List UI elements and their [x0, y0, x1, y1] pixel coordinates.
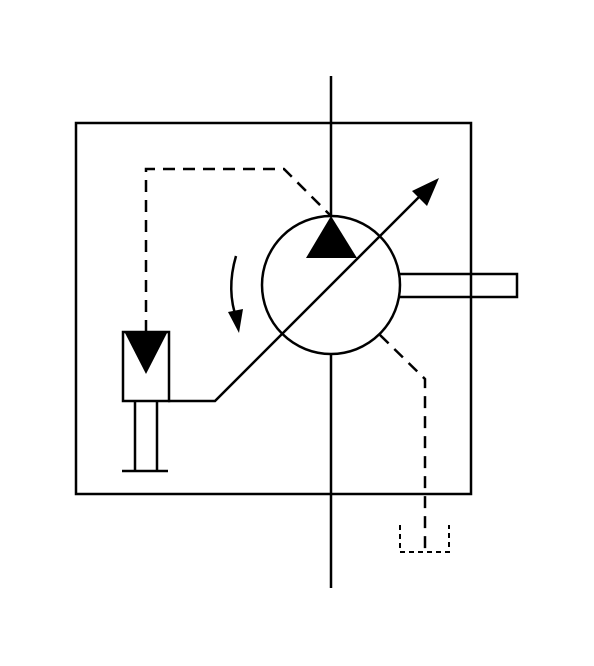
tank-symbol — [399, 525, 450, 553]
variability-arrow-line — [168, 192, 424, 403]
compensator-actuator — [121, 330, 171, 403]
pilot-line — [144, 167, 332, 332]
flow-direction-triangle — [306, 216, 357, 258]
actuator-triangle — [125, 333, 167, 374]
enclosure-box — [74, 121, 473, 496]
rotation-arrowhead — [228, 309, 243, 333]
drain-line — [379, 334, 427, 552]
variability-arrowhead — [412, 178, 439, 206]
drive-shaft — [400, 272, 519, 299]
